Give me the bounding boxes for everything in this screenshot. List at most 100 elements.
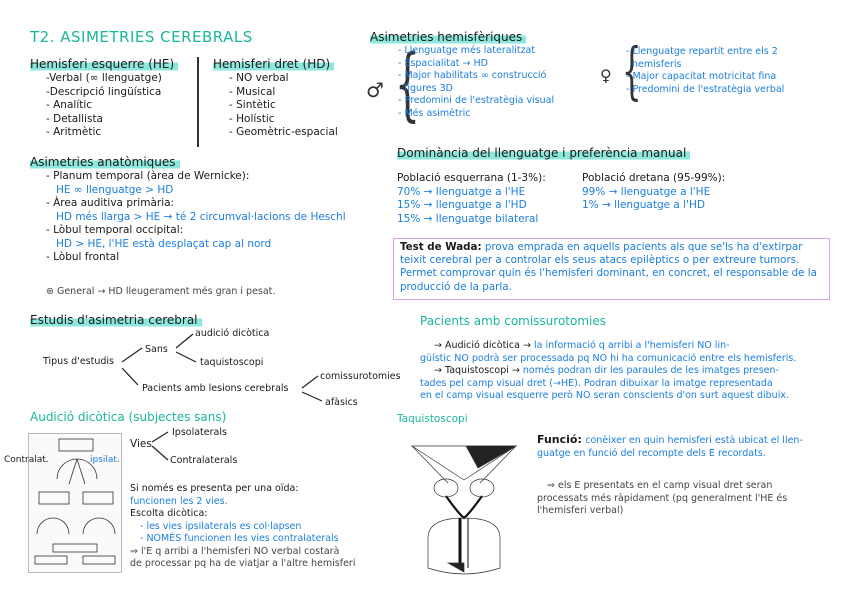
list-item: - NOMÉS funcionen les vies contralateral… <box>140 533 339 544</box>
list-item: -Verbal (∞ llenguatge) <box>46 72 162 84</box>
list-item: - Sintètic <box>229 99 276 111</box>
list-item: - Llenguatge repartit entre els 2 <box>626 46 778 57</box>
commissurotomy-notes: → Audició dicòtica → la informació q arr… <box>420 340 796 403</box>
dichotic-diagram-icon <box>34 438 116 565</box>
list-item-detail: HD > HE, l'HE està desplaçat cap al nord <box>56 237 272 250</box>
wada-test-box: Test de Wada: prova emprada en aquells p… <box>393 238 830 300</box>
list-item: - Musical <box>229 85 276 98</box>
list-item: 99% → llenguatge a l'HE <box>582 185 711 198</box>
list-item: - Detallista <box>46 112 103 125</box>
tachistoscope-heading: Taquistoscopi <box>397 413 468 425</box>
function-text: conèixer en quin hemisferi està ubicat e… <box>585 435 803 446</box>
list-item: - Àrea auditiva primària: <box>46 197 175 209</box>
dichotic-figure <box>28 433 122 573</box>
male-symbol-icon: ♂ <box>366 78 384 102</box>
dichotic-heading: Audició dicòtica (subjectes sans) <box>30 410 227 424</box>
left-hemisphere-list: -Verbal (∞ llenguatge) -Descripció lingü… <box>46 72 162 140</box>
brace-icon: { <box>394 37 421 130</box>
left-handed-block: Població esquerrana (1-3%): 70% → llengu… <box>397 172 546 226</box>
column-divider <box>197 57 199 147</box>
studies-patients: Pacients amb lesions cerebrals <box>142 383 289 394</box>
list-item: - Analític <box>46 99 93 111</box>
single-ear-detail: funcionen les 2 vies. <box>130 495 228 507</box>
list-item-detail: HD més llarga > HE → té 2 circumval·laci… <box>56 210 346 223</box>
list-item-detail: HE ∞ llenguatge > HD <box>56 183 174 196</box>
list-item: - NO verbal <box>229 72 289 84</box>
left-hemisphere-heading: Hemisferi esquerre (HE) <box>30 57 179 71</box>
commissurotomy-heading: Pacients amb comissurotomies <box>420 314 607 328</box>
tachistoscope-figure <box>398 438 530 580</box>
studies-patients-child: comissurotomies <box>320 371 401 382</box>
list-item: - Predomini de l'estratègia visual <box>398 95 555 106</box>
list-item: - Predomini de l'estratègia verbal <box>626 83 785 95</box>
list-item: - Planum temporal (àrea de Wernicke): <box>46 170 250 182</box>
studies-healthy-child: taquistoscopi <box>200 357 264 368</box>
dichotic-notes: Si només es presenta per una oïda: funci… <box>130 483 355 571</box>
general-note: ⊛ General → HD lleugerament més gran i p… <box>46 286 276 297</box>
studies-patients-child: afàsics <box>325 397 358 408</box>
wada-text: prova emprada en aquells pacients als qu… <box>400 241 817 293</box>
visual-pathway-diagram-icon <box>410 445 518 575</box>
wada-label: Test de Wada: <box>400 241 482 253</box>
vies-child: Ipsolaterals <box>172 427 227 438</box>
list-item: - Lòbul frontal <box>46 251 120 263</box>
list-item: 15% → llenguatge bilateral <box>397 212 539 225</box>
list-item: hemisferis <box>626 58 682 70</box>
note-line: ⇒ els E presentats en el camp visual dre… <box>547 480 773 491</box>
brace-icon: { <box>621 34 642 107</box>
right-hemisphere-list: - NO verbal - Musical - Sintètic - Holís… <box>229 72 338 140</box>
list-item: - Major habilitats ∞ construcció <box>398 70 547 81</box>
function-block: Funció: conèixer en quin hemisferi està … <box>537 433 803 460</box>
right-handed-block: Població dretana (95-99%): 99% → llengua… <box>582 172 725 213</box>
tachistoscope-note: ⇒ els E presentats en el camp visual dre… <box>537 480 787 518</box>
conclusion-line: ⇒ l'E q arribi a l'hemisferi NO verbal c… <box>130 545 340 557</box>
female-traits-list: - Llenguatge repartit entre els 2 hemisf… <box>626 46 784 96</box>
list-item: - Geomètric-espacial <box>229 126 338 138</box>
dichotic-text: la informació q arribi a l'hemisferi NO … <box>534 340 730 351</box>
right-hemisphere-heading: Hemisferi dret (HD) <box>213 57 335 71</box>
list-item: - Espacialitat → HD <box>398 57 488 69</box>
studies-heading: Estudis d'asimetria cerebral <box>30 313 202 327</box>
list-item: - Major capacitat motricitat fina <box>626 71 777 82</box>
tachisto-text: en el camp visual esquerre però NO seran… <box>420 390 789 401</box>
studies-healthy-child: audició dicòtica <box>195 328 270 339</box>
note-line: l'hemisferi verbal) <box>537 505 624 516</box>
function-label: Funció: <box>537 433 582 446</box>
left-handed-label: Població esquerrana (1-3%): <box>397 172 546 184</box>
hemispheric-heading: Asimetries hemisfèriques <box>370 30 527 44</box>
dichotic-text: güístic NO podrà ser processada pq NO hi… <box>420 352 797 364</box>
tachisto-sublabel: → Taquistoscopi → <box>434 365 520 376</box>
list-item: - Lòbul temporal occipital: <box>46 224 184 236</box>
studies-healthy: Sans <box>145 344 168 355</box>
page-title: T2. ASIMETRIES CEREBRALS <box>30 28 253 46</box>
vies-root: Vies <box>130 438 152 450</box>
ipsilat-label: ipsilat. <box>90 455 120 465</box>
function-text: guatge en funció del recompte dels E rec… <box>537 447 766 459</box>
male-traits-list: - Llenguatge més lateralitzat - Espacial… <box>398 45 554 120</box>
studies-root: Tipus d'estudis <box>43 356 114 367</box>
contralat-label: Contralat. <box>4 455 49 465</box>
tachisto-text: només podran dir les paraules de les ima… <box>522 365 779 376</box>
vies-child: Contralaterals <box>170 455 238 466</box>
female-symbol-icon: ♀ <box>600 66 612 85</box>
list-item: -Descripció lingüística <box>46 85 162 98</box>
list-item: - Més asimètric <box>398 107 471 119</box>
tachisto-text: tades pel camp visual dret (→HE). Podran… <box>420 377 773 389</box>
anatomical-heading: Asimetries anatòmiques <box>30 155 180 169</box>
dominance-heading: Dominància del llenguatge i preferència … <box>397 146 691 160</box>
single-ear-text: Si només es presenta per una oïda: <box>130 483 299 494</box>
list-item: - Llenguatge més lateralitzat <box>398 45 536 56</box>
list-item: - Aritmètic <box>46 126 102 138</box>
anatomical-list: - Planum temporal (àrea de Wernicke): HE… <box>46 170 346 265</box>
note-line: processats més ràpidament (pq generalmen… <box>537 492 788 504</box>
dichotic-sublabel: → Audició dicòtica → <box>434 340 531 351</box>
hemispheric-heading-text: Asimetries hemisfèriques <box>370 30 523 44</box>
list-item: 70% → llenguatge a l'HE <box>397 185 526 198</box>
conclusion-line: de processar pq ha de viatjar a l'altre … <box>130 558 356 569</box>
right-handed-label: Població dretana (95-99%): <box>582 172 726 184</box>
list-item: - Holístic <box>229 112 275 125</box>
dichotic-label: Escolta dicòtica: <box>130 508 208 519</box>
list-item: figures 3D <box>398 82 453 94</box>
